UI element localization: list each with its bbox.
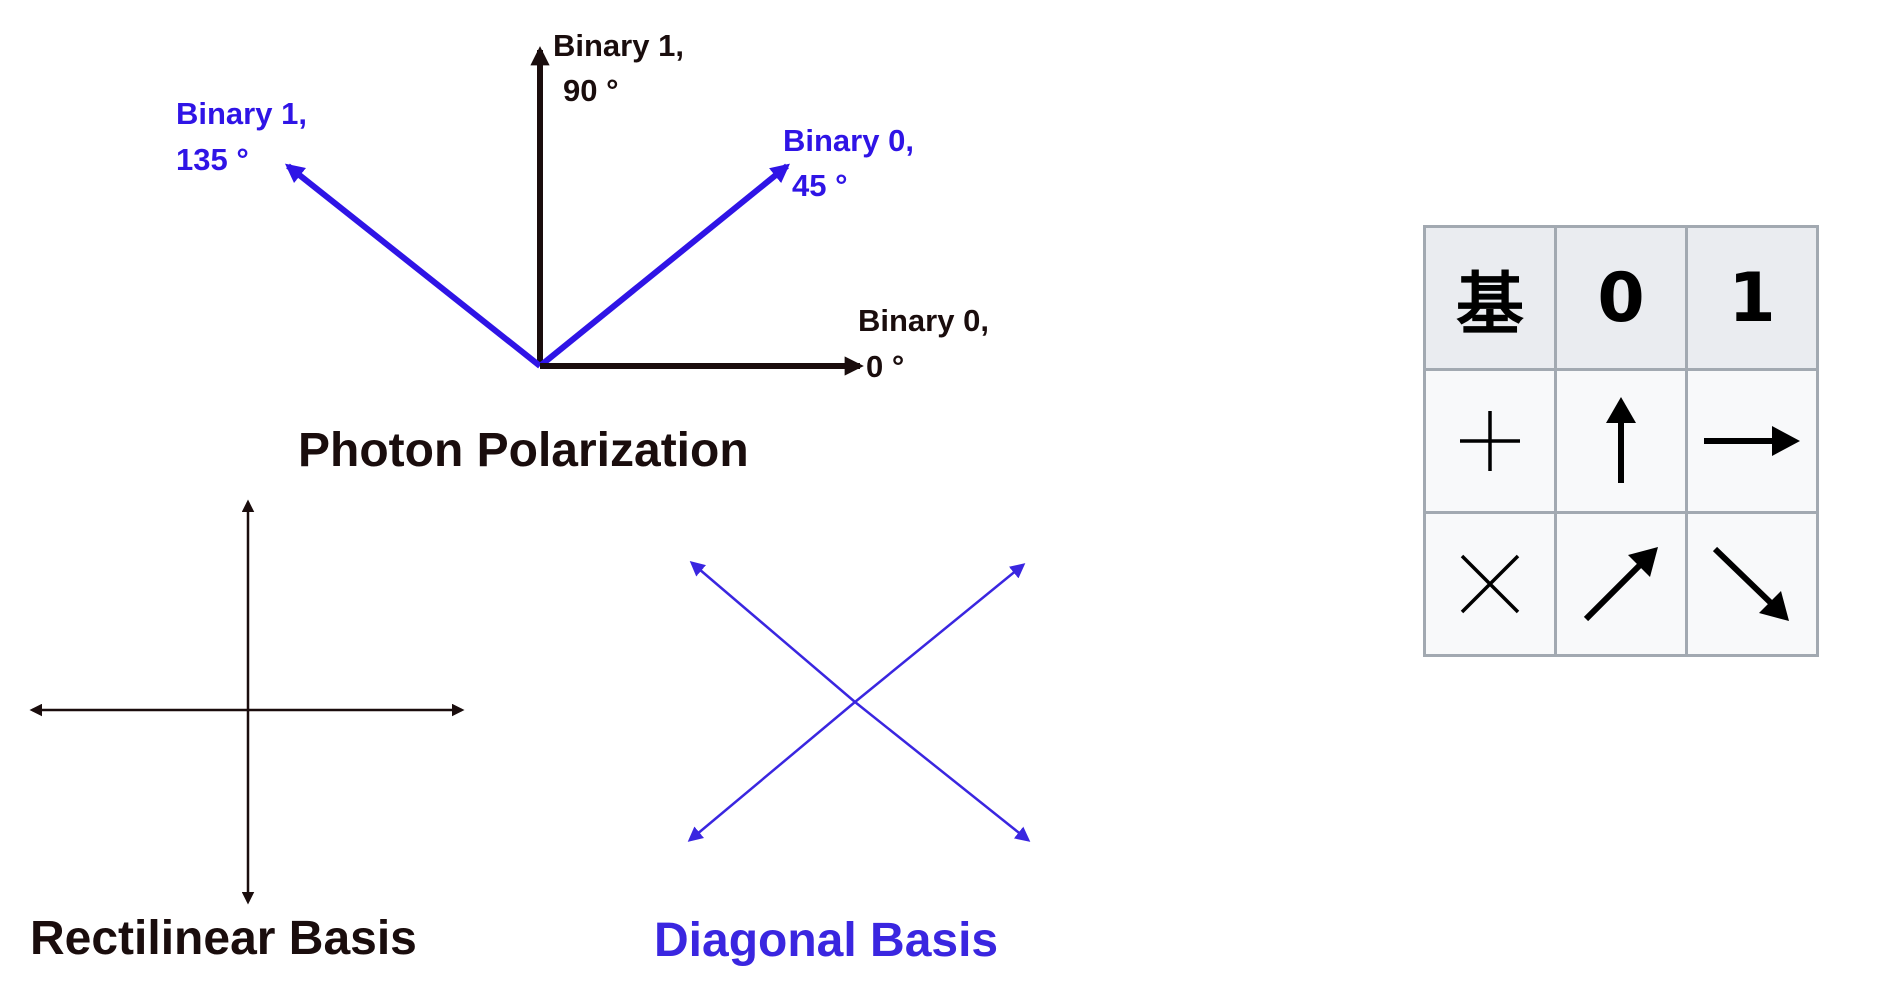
vector-45-label-line2: 45 ° <box>792 168 848 203</box>
vector-90-label-line2: 90 ° <box>563 73 619 108</box>
vector-45-arrow <box>538 163 790 369</box>
arrow-down-right-icon <box>1685 511 1819 657</box>
vector-0-label-line2: 0 ° <box>866 349 904 384</box>
vector-45-label-line1: Binary 0, <box>783 123 914 158</box>
vector-0-label-line1: Binary 0, <box>858 303 989 338</box>
basis-table: 基 0 1 <box>1423 225 1819 657</box>
arrow-up-right-icon <box>1554 511 1688 657</box>
table-header-row: 基 0 1 <box>1423 225 1819 371</box>
diagonal-axis-down-left <box>687 701 856 842</box>
cross-icon <box>1423 511 1557 657</box>
diagonal-axis-down-right <box>854 701 1031 842</box>
header-zero: 0 <box>1554 225 1688 371</box>
arrow-up-icon <box>1554 368 1688 514</box>
diagonal-axis-up-right <box>854 563 1026 703</box>
vector-135-arrow <box>284 163 542 369</box>
photon-polarization-title: Photon Polarization <box>298 424 749 477</box>
vector-90-label-line1: Binary 1, <box>553 28 684 63</box>
table-row <box>1423 368 1819 514</box>
polarization-diagram: Binary 1, 90 ° Binary 1, 135 ° Binary 0,… <box>29 28 1031 967</box>
header-one: 1 <box>1685 225 1819 371</box>
header-basis: 基 <box>1423 225 1557 371</box>
rectilinear-basis-label: Rectilinear Basis <box>30 912 417 965</box>
table-row <box>1423 511 1819 657</box>
vector-135-label-line2: 135 ° <box>176 142 249 177</box>
diagonal-axis-up-left <box>689 561 856 703</box>
vector-135-label-line1: Binary 1, <box>176 96 307 131</box>
diagonal-basis-label: Diagonal Basis <box>654 914 998 967</box>
arrow-right-icon <box>1685 368 1819 514</box>
plus-icon <box>1423 368 1557 514</box>
